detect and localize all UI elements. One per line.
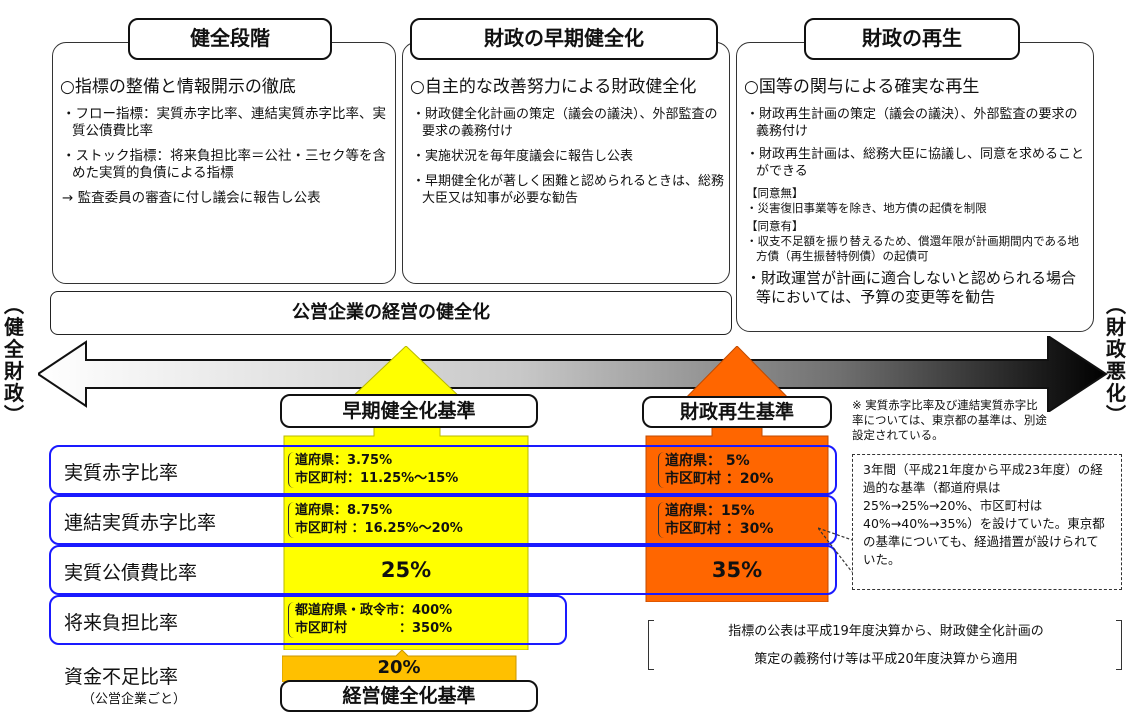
axis-char: 財 (4, 359, 24, 383)
stage-panel-rebuild (736, 42, 1094, 332)
indicator-row-future-burden (49, 595, 567, 645)
consent-yes-label: 【同意有】 (746, 219, 804, 233)
stage-bullet: ・財政再生計画の策定（議会の議決）、外部監査の要求の義務付け (746, 107, 1078, 139)
early-value-debt-service: 25% (380, 558, 432, 582)
stage-bullet: ・フロー指標：実質赤字比率、連結実質赤字比率、実質公債費比率 (62, 106, 386, 139)
fiscal-direction-arrow (38, 336, 1108, 412)
stage-body-early: ○自主的な改善努力による財政健全化 ・財政健全化計画の策定（議会の議決）、外部監… (410, 76, 726, 207)
indicator-label: 将来負担比率 (64, 612, 179, 634)
axis-char: 化 (1106, 381, 1126, 405)
stage-title-early: 財政の早期健全化 (410, 18, 718, 60)
stage-bullet: → 監査委員の審査に付し議会に報告し公表 (62, 190, 321, 206)
rebuild-criteria-title: 財政再生基準 (642, 396, 832, 428)
stage-panel-healthy (52, 42, 396, 284)
axis-char: 健 (4, 315, 24, 339)
stage-panel-early (402, 42, 730, 284)
transition-note-leader (818, 527, 853, 573)
fund-shortage-value: 20% (377, 657, 421, 678)
axis-left-label: ︵ 健 全 財 政 ︶ (2, 294, 26, 426)
value-line: 市区町村 ：16.25%～20% (295, 521, 463, 536)
axis-char: ︶ (4, 403, 24, 427)
early-value-future-burden: 都道府県・政令市：400% 市区町村 ：350% (288, 602, 452, 638)
axis-char: ︶ (1106, 403, 1126, 427)
indicator-row-real-deficit (49, 445, 837, 495)
stage-body-rebuild: ○国等の関与による確実な再生 ・財政再生計画の策定（議会の議決）、外部監査の要求… (744, 76, 1088, 307)
tokyo-note: ※ 実質赤字比率及び連結実質赤字比率については、東京都の基準は、別途設定されてい… (852, 398, 1047, 442)
value-line: 市区町村：11.25%～15% (295, 471, 459, 486)
axis-char: ︵ (1106, 293, 1126, 317)
bracket-right (1116, 620, 1122, 670)
consent-none-label: 【同意無】 (746, 186, 804, 200)
value-line: 道府県： 5% (665, 453, 750, 469)
rebuild-value-consolidated: 道府県：15% 市区町村 ：30% (658, 502, 773, 538)
axis-char: ︵ (4, 293, 24, 317)
early-value-consolidated: 道府県：8.75% 市区町村 ：16.25%～20% (288, 502, 463, 538)
value-line: 都道府県・政令市：400% (295, 603, 453, 618)
indicator-row-consolidated-deficit (49, 495, 837, 545)
axis-char: 悪 (1106, 359, 1126, 383)
stage-bullet: ・財政健全化計画の策定（議会の議決）、外部監査の要求の義務付け (412, 107, 718, 139)
axis-char: 政 (4, 381, 24, 405)
stage-lead: ○国等の関与による確実な再生 (744, 77, 980, 97)
public-enterprise-bar: 公営企業の経営の健全化 (50, 291, 732, 335)
stage-bullet: ・ストック指標：将来負担比率＝公社・三セク等を含めた実質的負債による指標 (62, 148, 386, 181)
stage-lead: ○自主的な改善努力による財政健全化 (410, 77, 697, 97)
early-criteria-title: 早期健全化基準 (280, 394, 538, 428)
application-note: 指標の公表は平成19年度決算から、財政健全化計画の 策定の義務付け等は平成20年… (648, 618, 1124, 674)
stage-bullet: ・実施状況を毎年度議会に報告し公表 (412, 149, 634, 164)
value-line: 市区町村 ：350% (295, 621, 453, 636)
axis-char: 全 (4, 337, 24, 361)
transition-note-box: 3年間（平成21年度から平成23年度）の経過的な基準（都道府県は25%→25%→… (852, 454, 1122, 590)
early-value-real-deficit: 道府県：3.75% 市区町村：11.25%～15% (288, 452, 458, 488)
application-note-line: 指標の公表は平成19年度決算から、財政健全化計画の (728, 624, 1044, 639)
consent-yes-text: ・収支不足額を振り替えるため、償還年限が計画期間内である地方債（再生振替特例債）… (746, 234, 1080, 263)
rebuild-value-real-deficit: 道府県： 5% 市区町村 ：20% (658, 452, 773, 488)
axis-char: 政 (1106, 337, 1126, 361)
stage-bullet: ・早期健全化が著しく困難と認められるときは、総務大臣又は知事が必要な勧告 (412, 174, 725, 206)
application-note-line: 策定の義務付け等は平成20年度決算から適用 (754, 652, 1018, 667)
fund-shortage-label: 資金不足比率 (64, 666, 179, 688)
consent-none-text: ・災害復旧事業等を除き、地方債の起債を制限 (746, 201, 987, 215)
value-line: 道府県：15% (665, 503, 755, 519)
stage-bullet: ・財政運営が計画に適合しないと認められる場合等においては、予算の変更等を勧告 (746, 269, 1077, 306)
rebuild-value-debt-service: 35% (711, 558, 763, 582)
indicator-row-debt-service (49, 545, 837, 595)
fund-shortage-sublabel: （公営企業ごと） (82, 692, 187, 707)
stage-title-healthy: 健全段階 (128, 18, 332, 60)
stage-title-rebuild: 財政の再生 (804, 18, 1020, 60)
stage-lead: ○指標の整備と情報開示の徹底 (60, 77, 296, 97)
indicator-label: 実質公債費比率 (64, 562, 198, 584)
stage-body-healthy: ○指標の整備と情報開示の徹底 ・フロー指標：実質赤字比率、連結実質赤字比率、実質… (60, 76, 390, 207)
value-line: 道府県：3.75% (295, 453, 393, 468)
value-line: 市区町村 ：30% (665, 521, 774, 537)
bracket-left (648, 620, 654, 670)
management-criteria-pointer (282, 650, 517, 682)
management-criteria-title: 経営健全化基準 (280, 680, 538, 712)
stage-bullet: ・財政再生計画は、総務大臣に協議し、同意を求めることができる (746, 147, 1085, 179)
axis-char: 財 (1106, 315, 1126, 339)
value-line: 道府県：8.75% (295, 503, 393, 518)
indicator-label: 実質赤字比率 (64, 462, 179, 484)
indicator-label: 連結実質赤字比率 (64, 512, 217, 534)
value-line: 市区町村 ：20% (665, 471, 774, 487)
axis-right-label: ︵ 財 政 悪 化 ︶ (1104, 294, 1128, 426)
